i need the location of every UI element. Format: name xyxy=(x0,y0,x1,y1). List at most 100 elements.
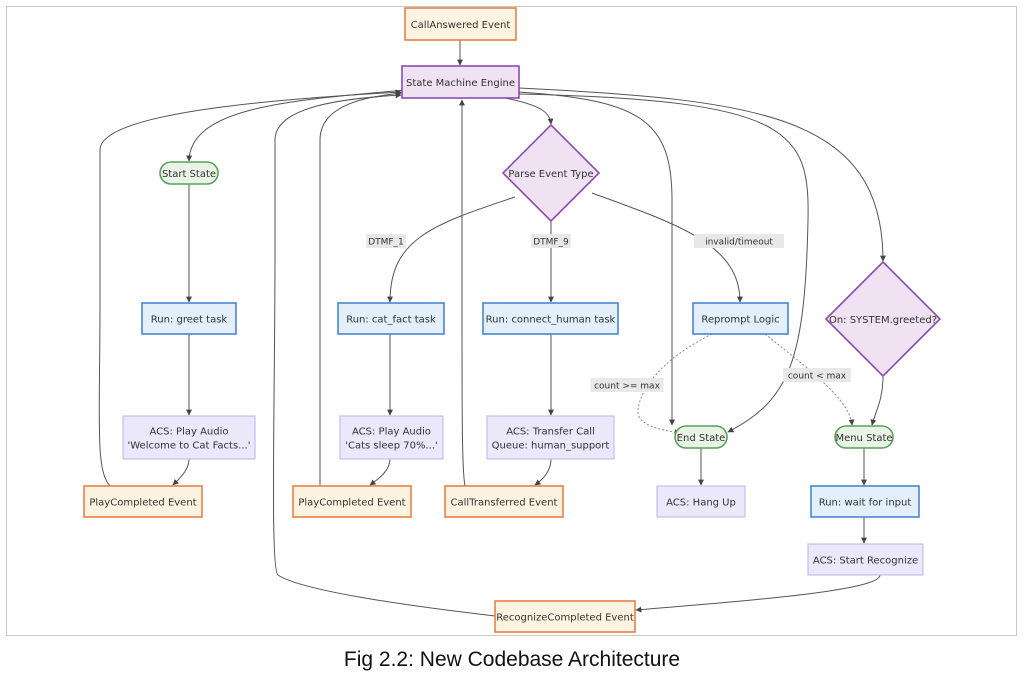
box-shape xyxy=(486,415,615,460)
edge-acs-cats-sleep-to-play-completed-2 xyxy=(369,458,391,486)
edge-label: DTMF_9 xyxy=(531,234,571,248)
node-label: 'Welcome to Cat Facts...' xyxy=(128,441,251,452)
node-call-transferred: CallTransferred Event xyxy=(444,485,564,518)
node-label: ACS: Play Audio xyxy=(352,427,431,438)
node-recognize-completed: RecognizeCompleted Event xyxy=(494,600,636,633)
box-shape xyxy=(337,302,445,335)
edge-parse-event-to-run-cat-fact xyxy=(387,196,516,303)
box-shape xyxy=(292,485,412,518)
state-shape xyxy=(834,425,894,449)
node-label: Run: greet task xyxy=(151,315,228,326)
node-label: Menu State xyxy=(835,433,892,444)
node-label: ACS: Play Audio xyxy=(150,427,229,438)
box-shape xyxy=(141,302,237,335)
node-menu-state: Menu State xyxy=(834,425,894,449)
node-label: ACS: Hang Up xyxy=(666,498,736,509)
node-run-greet: Run: greet task xyxy=(141,302,237,335)
edge-label: DTMF_1 xyxy=(366,234,406,248)
edge-engine-to-end-state-loop xyxy=(518,93,809,433)
node-label: CallTransferred Event xyxy=(451,498,558,509)
box-shape xyxy=(656,485,746,518)
node-label: ACS: Transfer Call xyxy=(506,427,595,438)
box-shape xyxy=(404,7,517,41)
node-play-completed-2: PlayCompleted Event xyxy=(292,485,412,518)
node-label: Queue: human_support xyxy=(492,441,610,452)
edge-label-text: DTMF_9 xyxy=(533,238,569,248)
edge-engine-to-parse-event xyxy=(504,97,554,125)
box-shape xyxy=(807,543,924,576)
edge-call-transferred-to-engine xyxy=(459,99,466,487)
box-shape xyxy=(83,485,203,518)
node-label: State Machine Engine xyxy=(406,78,515,89)
edge-play-completed-1-to-engine xyxy=(98,89,402,487)
box-shape xyxy=(810,485,920,518)
node-label: PlayCompleted Event xyxy=(89,498,196,509)
box-shape xyxy=(401,65,520,99)
box-shape xyxy=(444,485,564,518)
edge-greeted-to-menu-state xyxy=(870,375,884,426)
edge-reprompt-to-end-state xyxy=(637,333,713,436)
box-shape xyxy=(339,415,444,460)
edge-acs-transfer-to-call-transferred xyxy=(534,458,552,486)
edge-label-background xyxy=(694,234,784,248)
node-label: Run: wait for input xyxy=(819,498,912,509)
node-parse-event: Parse Event Type xyxy=(501,123,601,223)
edge-acs-welcome-to-play-completed-1 xyxy=(172,458,190,486)
edge-label: count < max xyxy=(783,368,851,382)
node-acs-hang-up: ACS: Hang Up xyxy=(656,485,746,518)
edge-engine-to-start-state xyxy=(186,89,406,162)
edge-label-text: DTMF_1 xyxy=(368,238,404,248)
state-shape xyxy=(674,425,728,449)
edge-label-text: count >= max xyxy=(594,382,660,392)
box-shape xyxy=(692,302,789,335)
edge-label-text: invalid/timeout xyxy=(705,238,773,248)
edge-label: count >= max xyxy=(590,378,664,392)
edge-label-text: count < max xyxy=(788,372,847,382)
edge-label-background xyxy=(531,234,571,248)
node-start-state: Start State xyxy=(159,161,219,185)
figure-caption: Fig 2.2: New Codebase Architecture xyxy=(343,648,681,671)
state-shape xyxy=(159,161,219,185)
node-run-cat-fact: Run: cat_fact task xyxy=(337,302,445,335)
edge-label: invalid/timeout xyxy=(694,234,784,248)
decision-shape xyxy=(824,260,942,378)
box-shape xyxy=(122,415,256,460)
node-acs-cats-sleep: ACS: Play Audio 'Cats sleep 70%...' xyxy=(339,415,444,460)
node-label: On: SYSTEM.greeted? xyxy=(829,315,937,326)
node-run-wait-input: Run: wait for input xyxy=(810,485,920,518)
edge-acs-start-recognize-to-recognize-completed xyxy=(635,574,881,613)
node-run-connect-human: Run: connect_human task xyxy=(482,302,619,335)
diagram-frame xyxy=(6,6,1017,636)
edge-label-background xyxy=(590,378,664,392)
node-play-completed-1: PlayCompleted Event xyxy=(83,485,203,518)
node-label: PlayCompleted Event xyxy=(298,498,405,509)
node-label: Parse Event Type xyxy=(508,169,593,180)
node-label: ACS: Start Recognize xyxy=(813,556,918,567)
node-label: Reprompt Logic xyxy=(701,315,779,326)
node-label: Start State xyxy=(162,169,216,180)
decision-shape xyxy=(501,123,601,223)
node-end-state: End State xyxy=(674,425,728,449)
node-call-answered: CallAnswered Event xyxy=(404,7,517,41)
box-shape xyxy=(494,600,636,633)
edge-play-completed-2-to-engine xyxy=(319,90,402,487)
node-label: CallAnswered Event xyxy=(411,20,511,31)
node-label: 'Cats sleep 70%...' xyxy=(345,441,438,452)
node-engine: State Machine Engine xyxy=(401,65,520,99)
node-label: RecognizeCompleted Event xyxy=(496,613,634,624)
node-greeted: On: SYSTEM.greeted? xyxy=(824,260,942,378)
box-shape xyxy=(482,302,619,335)
edge-recognize-completed-to-engine xyxy=(272,92,496,617)
node-acs-welcome: ACS: Play Audio 'Welcome to Cat Facts...' xyxy=(122,415,256,460)
edge-engine-to-greeted xyxy=(518,87,886,262)
node-acs-start-recognize: ACS: Start Recognize xyxy=(807,543,924,576)
node-label: End State xyxy=(677,433,726,444)
edge-reprompt-to-menu-state xyxy=(764,333,855,426)
node-label: Run: cat_fact task xyxy=(346,315,436,326)
node-label: Run: connect_human task xyxy=(486,315,616,326)
edge-label-background xyxy=(783,368,851,382)
edge-engine-to-end-state xyxy=(518,91,675,426)
node-reprompt: Reprompt Logic xyxy=(692,302,789,335)
